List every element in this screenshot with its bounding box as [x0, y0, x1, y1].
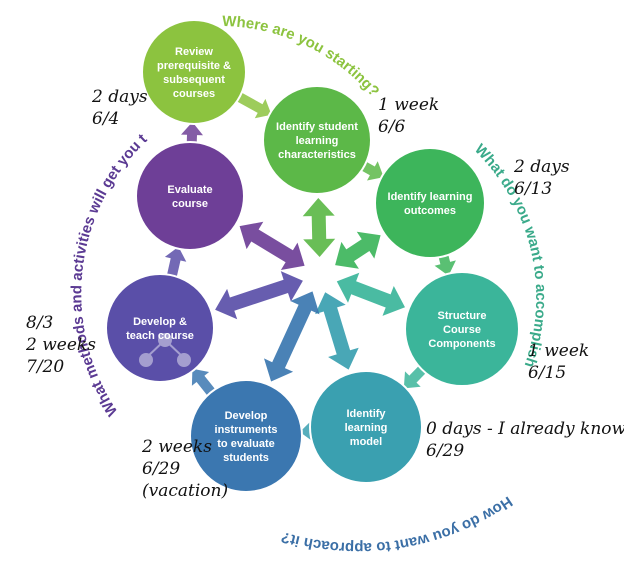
connector-arrow: [181, 122, 203, 149]
radial-arrow: [335, 231, 381, 269]
node-circle: [404, 271, 520, 387]
connector-arrow: [164, 246, 187, 283]
node-circle: [189, 379, 303, 493]
node-circle: [262, 85, 372, 195]
team-icon: [139, 333, 191, 367]
node-circle: [309, 370, 423, 484]
arc-label-start: Where are you starting?: [222, 13, 383, 100]
node-circle: [105, 273, 215, 383]
radial-arrow: [264, 291, 320, 382]
radial-arrow: [302, 198, 336, 257]
radial-arrows: [215, 198, 405, 382]
radial-arrow: [239, 221, 305, 270]
arc-label-approach: How do you want to approach it?: [279, 493, 515, 557]
node-circle: [374, 147, 486, 259]
node-label: Develop &teach course: [126, 316, 194, 342]
radial-arrow: [315, 292, 359, 370]
radial-arrow: [336, 272, 405, 316]
node-circle: [141, 19, 247, 125]
node-develop-teach: Develop &teach course: [105, 273, 215, 383]
node-circle: [135, 141, 245, 251]
radial-arrow: [215, 271, 303, 320]
connector-arrow: [231, 89, 272, 119]
